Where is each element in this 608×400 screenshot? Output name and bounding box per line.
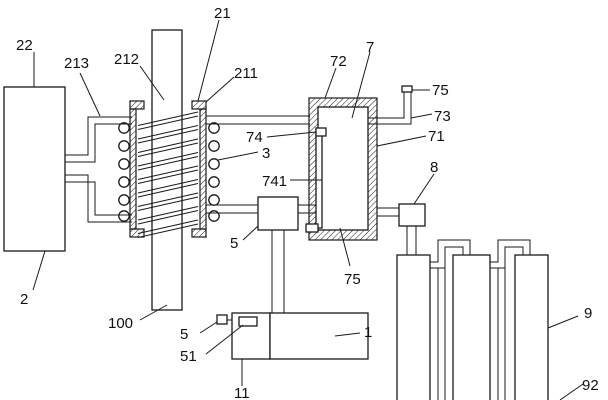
connector-pipe-1-inner [430,246,464,269]
label-74: 74 [246,129,263,146]
pipe-tank-to-valve-8 [377,207,399,217]
tube-section-right-6 [208,210,220,222]
tank-inner-71 [317,106,369,231]
column-2 [452,254,491,400]
heater-housing-21 [129,100,207,238]
pump-5 [257,196,299,231]
flange-bottom-right [191,228,207,238]
label-51: 51 [180,348,197,365]
label-100: 100 [108,315,133,332]
tube-section-left-6 [118,210,130,222]
label-213: 213 [64,55,89,72]
pipe-valve-8-down [406,226,417,255]
component-22-box [3,86,66,252]
label-73: 73 [434,108,451,125]
label-11: 11 [234,385,250,400]
label-5-bottom: 5 [180,326,188,343]
tank-7 [305,97,378,241]
label-9: 9 [584,305,592,322]
tube-section-right-5 [208,194,220,206]
label-75-bottom: 75 [344,271,361,288]
housing-wall-right [199,108,207,230]
tank-internal-tube-741 [315,129,323,229]
label-212: 212 [114,51,139,68]
tube-section-left-2 [118,140,130,152]
label-7: 7 [366,39,374,56]
valve-75-top [401,85,413,93]
connector-pipe-2-inner [490,246,524,269]
label-3: 3 [262,145,270,162]
unit-1-assembly [216,312,369,360]
housing-wall-left [129,108,137,230]
flange-top-left [129,100,145,110]
label-5-mid: 5 [230,235,238,252]
outlet-pipe-73 [368,85,413,125]
inner-tube-1 [437,268,446,400]
tank-nozzle-74 [315,127,327,137]
label-22: 22 [16,37,33,54]
tube-section-right-4 [208,176,220,188]
tube-section-left-5 [118,194,130,206]
connector-pipe-2 [490,239,531,263]
label-72: 72 [330,53,347,70]
pipe-213 [65,116,132,223]
label-21: 21 [214,5,231,22]
label-92: 92 [582,377,599,394]
column-bank-9 [396,239,549,400]
tube-section-left-3 [118,158,130,170]
leader-lines [32,19,584,400]
label-8: 8 [430,159,438,176]
label-741: 741 [262,173,287,190]
rod-100 [151,29,183,311]
tube-section-right-2 [208,140,220,152]
column-3 [514,254,549,400]
tube-section-right-1 [208,122,220,134]
connector-pipe-1 [430,239,471,263]
flange-bottom-left [129,228,145,238]
flange-top-right-211 [191,100,207,110]
label-2: 2 [20,291,28,308]
tank-bottom-plate [305,223,319,233]
label-71: 71 [428,128,445,145]
tube-section-left-1 [118,122,130,134]
column-1 [396,254,431,400]
tube-section-left-4 [118,176,130,188]
spring-coil-lines [137,111,199,238]
pipes-heater-to-tank [206,115,310,214]
inner-tube-2 [497,268,506,400]
unit-1-body [269,312,369,360]
sensor-51 [238,316,258,327]
reference-labels: 22 213 212 21 211 72 7 75 73 74 71 3 741… [16,5,599,400]
valve-8 [398,203,426,227]
label-1: 1 [364,324,372,341]
label-211: 211 [234,65,258,82]
tab-5-bottom [216,314,228,325]
spring-coil-212 [137,111,199,238]
label-75-top: 75 [432,82,449,99]
tube-section-right-3 [208,158,220,170]
